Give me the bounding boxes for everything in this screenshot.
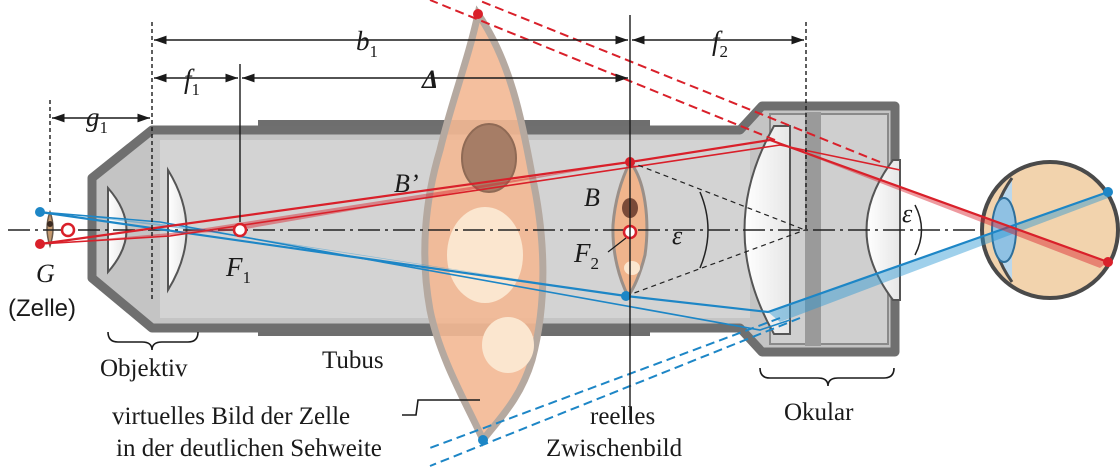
ray-points xyxy=(35,9,1113,445)
virtual-image-cell xyxy=(421,5,547,447)
eye-lens-crystalline xyxy=(991,197,1017,263)
eps-line-top xyxy=(629,161,806,231)
brackets xyxy=(107,331,895,416)
label-virtual-2: in der deutlichen Sehweite xyxy=(116,435,382,462)
label-virtual-1: virtuelles Bild der Zelle xyxy=(112,403,350,430)
red-ray-1 xyxy=(39,138,1109,264)
point-blue-retina xyxy=(1103,187,1113,197)
label-epsilon-2: ε xyxy=(902,199,913,228)
point-blue-real xyxy=(621,291,631,301)
leader-f2 xyxy=(607,237,627,253)
label-objektiv: Objektiv xyxy=(100,355,188,382)
bracket-objektiv xyxy=(107,331,199,351)
label-b: B xyxy=(584,183,600,212)
point-red-object xyxy=(35,239,45,249)
label-real-2: Zwischenbild xyxy=(546,435,683,462)
leader-virtual xyxy=(402,399,480,416)
label-f2: f2 xyxy=(712,26,728,61)
label-b1: b1 xyxy=(356,26,378,61)
virtual-cell-vacuole-1 xyxy=(447,207,523,303)
blue-ray-2 xyxy=(39,211,791,331)
red-ray-2 xyxy=(39,144,901,245)
label-g: G xyxy=(36,259,55,288)
eyepiece-divider xyxy=(805,112,821,346)
red-dashed-2 xyxy=(477,0,881,163)
label-real-1: reelles xyxy=(590,403,655,430)
label-b-prime: B’ xyxy=(394,169,419,198)
red-ray-bundle xyxy=(39,0,1109,268)
eps-line-bottom xyxy=(625,229,806,297)
focal-point-object xyxy=(60,222,76,238)
eps-arc-1 xyxy=(699,191,709,269)
object-cell-shape xyxy=(46,209,54,249)
blue-dashed-2 xyxy=(429,317,801,467)
point-blue-object xyxy=(35,207,45,217)
point-blue-virtual xyxy=(478,435,488,445)
blue-ray-1 xyxy=(39,190,1109,314)
blue-ray-bundle xyxy=(39,190,1109,467)
virtual-cell-nucleus xyxy=(461,123,517,193)
label-g1: g1 xyxy=(86,102,108,137)
label-tubus: Tubus xyxy=(322,347,384,374)
virtual-cell-vacuole-2 xyxy=(482,317,534,373)
blue-dashed-1 xyxy=(429,317,781,449)
label-f1-point: F1 xyxy=(225,252,251,287)
object-cell xyxy=(46,209,54,249)
field-lens xyxy=(743,125,791,335)
labels: g1 f1 b1 Δ f2 B’ B F1 F2 ε ε G (Zelle) O… xyxy=(8,26,913,462)
object-cell-nucleus xyxy=(47,221,53,227)
dimension-lines xyxy=(49,15,807,420)
bracket-okular xyxy=(759,367,895,387)
eps-arc-2 xyxy=(914,204,923,256)
label-delta: Δ xyxy=(421,65,438,94)
label-epsilon-1: ε xyxy=(672,221,683,250)
angle-construction xyxy=(625,161,923,297)
point-red-virtual xyxy=(473,9,483,19)
label-f1: f1 xyxy=(184,64,200,99)
label-zelle: (Zelle) xyxy=(8,295,76,322)
eyeball xyxy=(980,160,1120,300)
label-f2-point: F2 xyxy=(573,238,599,273)
label-okular: Okular xyxy=(784,399,854,426)
red-dashed-1 xyxy=(429,0,776,141)
blue-bundle-eyepiece xyxy=(768,192,1108,322)
real-cell-vacuole xyxy=(624,261,640,275)
point-red-retina xyxy=(1103,257,1113,267)
red-bundle-eyepiece xyxy=(770,140,1108,268)
focal-point-f1 xyxy=(232,222,248,238)
